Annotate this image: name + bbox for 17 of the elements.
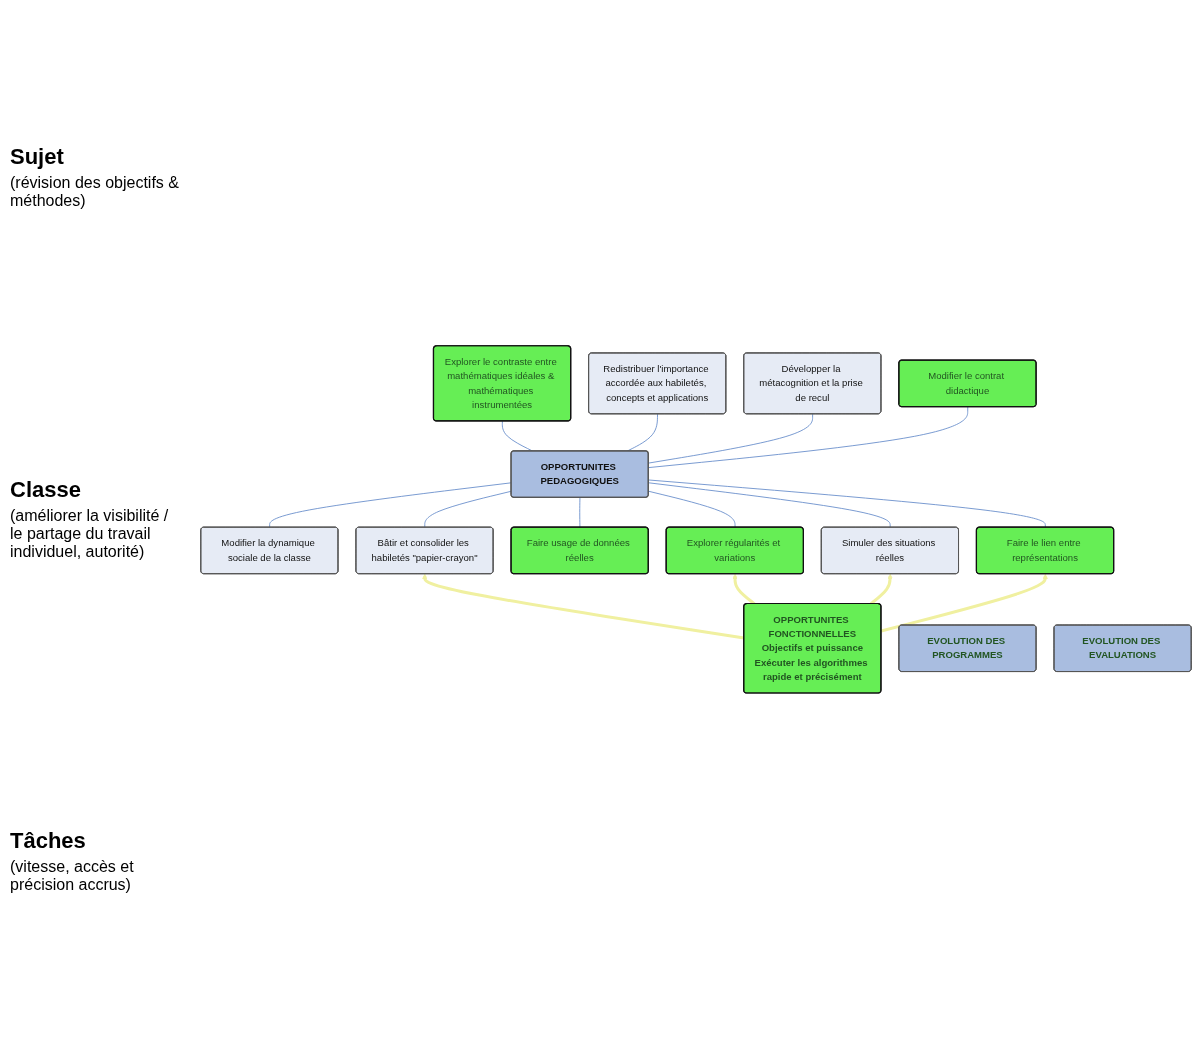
- row-note: (vitesse, accès et précision accrus): [10, 858, 135, 895]
- arrow: [880, 573, 1048, 632]
- arrow: [869, 573, 893, 605]
- connector: [579, 496, 581, 528]
- connector: [269, 481, 512, 528]
- arrow: [732, 573, 756, 605]
- row-heading: Tâches: [10, 828, 87, 855]
- connector: [648, 490, 736, 528]
- row-heading: Sujet: [10, 143, 65, 170]
- row-note: (améliorer la visibilité / le partage du travail individuel, autorité): [10, 507, 170, 561]
- connector: [648, 481, 891, 528]
- connector: [424, 490, 512, 528]
- connector: [648, 479, 1046, 528]
- row-note: (révision des objectifs & méthodes): [10, 173, 180, 210]
- row-heading: Classe: [10, 477, 82, 503]
- connector: [648, 413, 814, 464]
- connector: [648, 406, 969, 468]
